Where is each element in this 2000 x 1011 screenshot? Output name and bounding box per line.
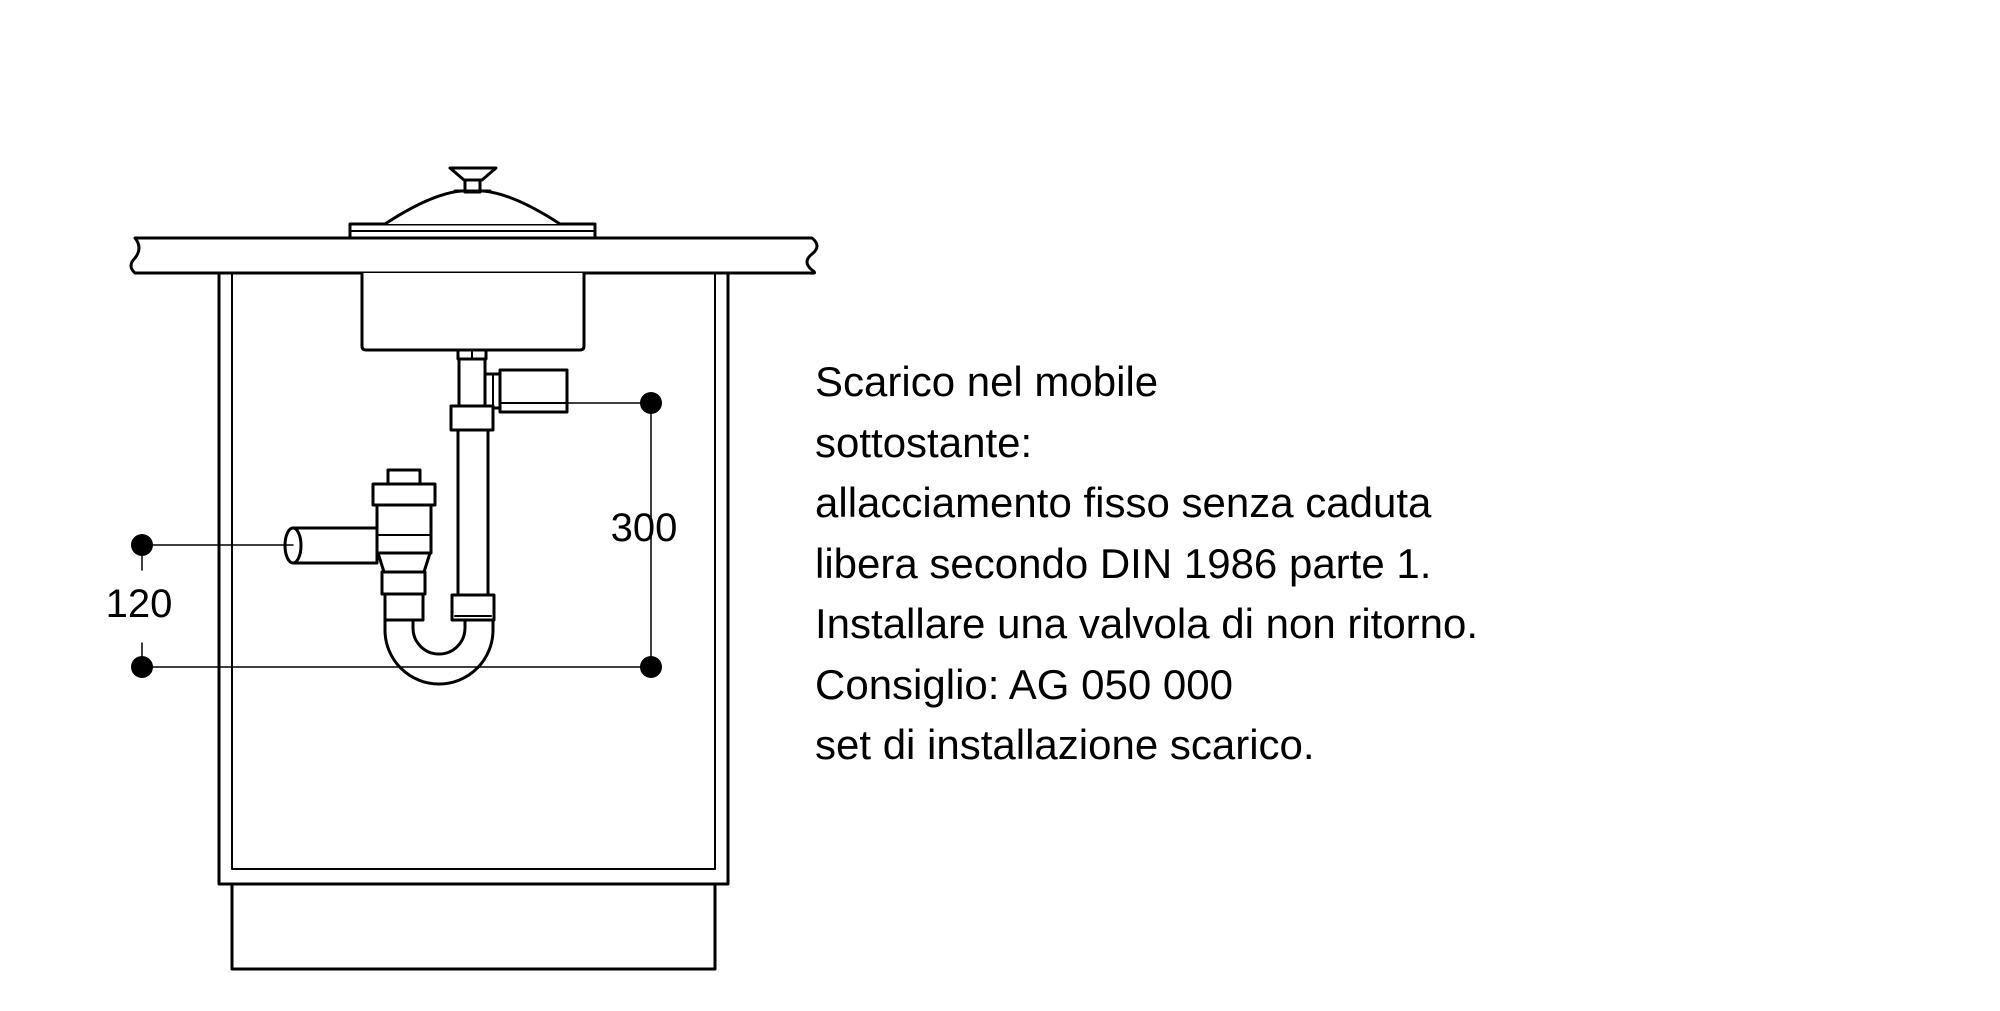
siphon-bend (383, 618, 495, 686)
dimension-point-wall-outlet (131, 534, 153, 556)
dimension-label-300: 300 (611, 506, 678, 550)
cabinet-plinth (230, 882, 717, 971)
dimension-300 (566, 392, 662, 678)
wall-outlet-pipe (283, 526, 379, 565)
drain-connector-box (498, 368, 569, 414)
siphon-column (371, 468, 437, 622)
sink-bowl (360, 271, 586, 352)
drain-pipe-upper (457, 357, 487, 408)
dimension-point-bottom-left (131, 656, 153, 678)
description-line: Scarico nel mobile (815, 358, 1159, 405)
lid-knob (448, 166, 498, 182)
lid (348, 166, 597, 240)
description-line: allacciamento fisso senza caduta (815, 479, 1432, 526)
drain-pipe-lower (456, 428, 490, 597)
dimension-label-120: 120 (106, 582, 173, 626)
dimension-120 (131, 534, 652, 678)
dimension-point-top (640, 392, 662, 414)
worktop (129, 236, 819, 275)
description-line: libera secondo DIN 1986 parte 1. (815, 539, 1432, 587)
description-line: set di installazione scarico. (815, 721, 1315, 768)
description-line: Installare una valvola di non ritorno. (815, 600, 1479, 647)
description-line: sottostante: (815, 418, 1033, 466)
lid-dome (383, 189, 562, 226)
installation-description: Scarico nel mobile sottostante: allaccia… (815, 352, 1915, 776)
drain-nut-upper (449, 404, 495, 432)
drain-pipe (449, 357, 569, 622)
description-line: Consiglio: AG 050 000 (815, 660, 1233, 708)
